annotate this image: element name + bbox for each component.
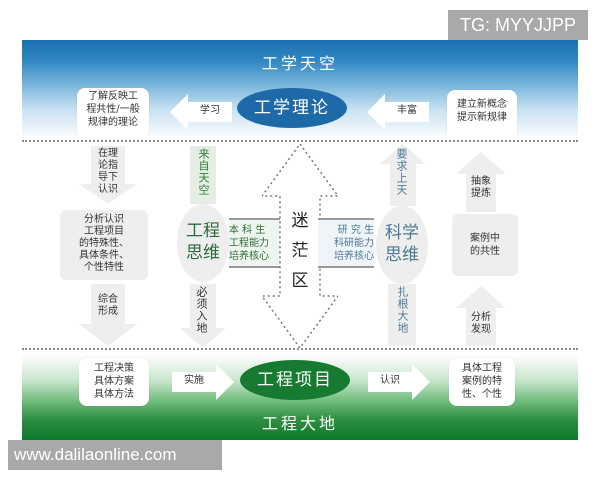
- learn-arrow-label: 学习: [200, 105, 220, 116]
- arrow-text-line: 发现: [471, 324, 491, 335]
- side-line: 培养核心: [229, 251, 269, 262]
- left-top-down-arrow: 在理 论指 导下 认识: [77, 146, 139, 204]
- ellipse-line: 思维: [186, 243, 220, 263]
- down-arrow-icon: [180, 284, 226, 348]
- card-line: 规律的理论: [88, 117, 138, 128]
- watermark-bottom-left: www.dalilaonline.com: [8, 440, 222, 470]
- right-bottom-up-arrow: 分析 发现: [454, 286, 508, 346]
- engineering-up-arrow: 来自天空: [190, 146, 216, 204]
- require-sky-label: 要求上天: [395, 148, 408, 196]
- enrich-arrow: 丰富: [367, 92, 429, 132]
- scientific-side-box: 研 究 生 科研能力 培养核心: [318, 218, 374, 268]
- sky-band-title: 工学天空: [261, 54, 338, 73]
- arrow-text-line: 分析: [471, 312, 491, 323]
- top-left-card: 了解反映工 程共性/一般 规律的理论: [77, 88, 149, 138]
- arrow-text-line: 抽象: [471, 176, 491, 187]
- from-sky-label: 来自天空: [197, 148, 210, 196]
- left-arrow-icon: [170, 94, 232, 130]
- side-line: 科研能力: [334, 238, 374, 249]
- diagram-frame: 工学天空 了解反映工 程共性/一般 规律的理论 学习 工学理论 丰富 建立新概念…: [22, 40, 578, 440]
- arrow-text-line: 在理: [98, 148, 118, 159]
- side-line: 研 究 生: [337, 225, 374, 236]
- bottom-left-card: 工程决策 具体方案 具体方法: [79, 358, 149, 406]
- arrow-text-line: 综合: [98, 294, 118, 305]
- left-bottom-down-arrow: 综合 形成: [77, 284, 139, 346]
- card-line: 程共性/一般: [86, 104, 140, 115]
- ellipse-line: 科学: [385, 223, 419, 243]
- card-line: 了解反映工: [88, 91, 138, 102]
- ellipse-line: 思维: [385, 245, 419, 265]
- arrow-text-line: 论指: [98, 160, 118, 171]
- box-line: 案例中: [470, 233, 500, 244]
- box-line: 个性特性: [84, 262, 124, 273]
- engineering-side-box: 本 科 生 工程能力 培养核心: [229, 218, 283, 268]
- scientific-root-box: 扎根大地: [388, 284, 416, 346]
- side-line: 本 科 生: [229, 225, 266, 236]
- engineering-project-ellipse: 工程项目: [240, 360, 350, 400]
- bottom-dotted-divider: [22, 348, 578, 350]
- right-arrow-icon: [172, 364, 234, 400]
- card-line: 建立新概念: [457, 99, 507, 110]
- double-arrow-icon: [260, 142, 340, 350]
- ellipse-line: 工程: [186, 221, 220, 241]
- learn-arrow: 学习: [170, 92, 232, 132]
- down-arrow-icon: [79, 284, 137, 346]
- card-line: 具体方案: [94, 376, 134, 387]
- zone-char: 区: [291, 271, 309, 291]
- box-line: 分析认识: [84, 214, 124, 225]
- box-line: 的特殊性、: [79, 238, 129, 249]
- card-line: 工程决策: [94, 363, 134, 374]
- side-line: 工程能力: [229, 238, 269, 249]
- right-top-up-arrow: 抽象 提炼: [454, 152, 508, 212]
- zone-char: 迷: [291, 211, 309, 231]
- engineering-thinking-ellipse: 工程 思维: [177, 204, 229, 282]
- root-earth-label: 扎根大地: [396, 286, 409, 334]
- card-line: 性、个性: [462, 389, 502, 400]
- confusion-zone-double-arrow: 迷 茫 区: [260, 142, 340, 350]
- down-arrow-icon: [79, 146, 137, 204]
- earth-band-title: 工程大地: [261, 414, 338, 433]
- left-arrow-icon: [367, 94, 429, 130]
- watermark-top-right: TG: MYYJJPP: [448, 10, 588, 40]
- bottom-right-card: 具体工程 案例的特 性、个性: [449, 358, 515, 406]
- engineering-down-arrow: 必须入地: [178, 284, 228, 348]
- scientific-up-arrow: 要求上天: [378, 144, 428, 206]
- implement-arrow: 实施: [172, 362, 234, 402]
- side-line: 培养核心: [334, 251, 374, 262]
- recognize-arrow: 认识: [368, 362, 430, 402]
- card-line: 具体工程: [462, 363, 502, 374]
- card-line: 案例的特: [462, 376, 502, 387]
- enrich-arrow-label: 丰富: [397, 105, 417, 116]
- recognize-arrow-label: 认识: [380, 375, 400, 386]
- arrow-text-line: 导下: [98, 172, 118, 183]
- engineering-theory-ellipse: 工学理论: [237, 88, 347, 128]
- box-line: 的共性: [470, 246, 500, 257]
- up-arrow-icon: [456, 152, 506, 212]
- up-arrow-icon: [380, 144, 426, 206]
- must-land-label: 必须入地: [195, 286, 208, 334]
- zone-char: 茫: [291, 241, 309, 261]
- scientific-thinking-ellipse: 科学 思维: [376, 206, 428, 284]
- top-right-card: 建立新概念 提示新规律: [447, 90, 517, 140]
- right-arrow-icon: [368, 364, 430, 400]
- card-line: 具体方法: [94, 389, 134, 400]
- box-line: 具体条件、: [79, 250, 129, 261]
- top-dotted-divider: [22, 140, 578, 142]
- implement-arrow-label: 实施: [184, 375, 204, 386]
- arrow-text-line: 形成: [98, 306, 118, 317]
- left-analysis-box: 分析认识 工程项目 的特殊性、 具体条件、 个性特性: [60, 210, 148, 280]
- card-line: 提示新规律: [457, 112, 507, 123]
- right-commonality-box: 案例中 的共性: [452, 214, 518, 276]
- arrow-text-line: 提炼: [471, 188, 491, 199]
- box-line: 工程项目: [84, 226, 124, 237]
- up-arrow-icon: [456, 286, 506, 346]
- arrow-text-line: 认识: [98, 184, 118, 195]
